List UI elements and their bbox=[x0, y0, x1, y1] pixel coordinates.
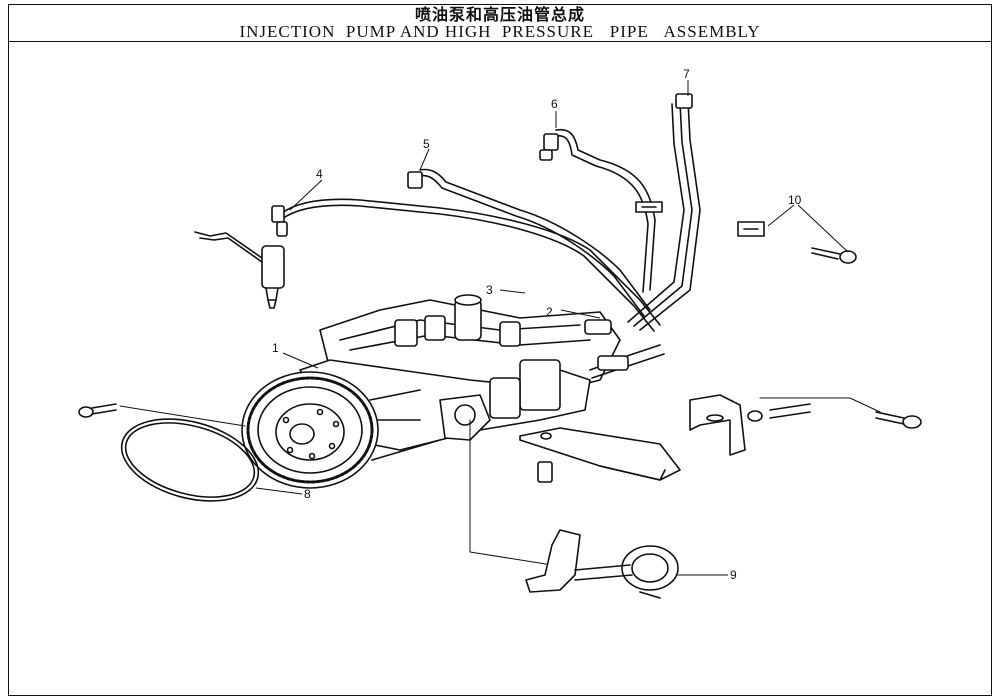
clamp-bolt-drawing bbox=[811, 247, 857, 264]
throttle-lever-drawing bbox=[469, 419, 679, 599]
right-bracket-drawing bbox=[689, 394, 922, 456]
callout-10: 10 bbox=[788, 193, 802, 207]
injector-nozzle-drawing bbox=[194, 231, 285, 309]
callout-9: 9 bbox=[730, 568, 737, 582]
pipe-4-drawing bbox=[271, 198, 661, 332]
callout-1: 1 bbox=[272, 341, 279, 355]
title-block: 喷油泵和高压油管总成 INJECTION PUMP AND HIGH PRESS… bbox=[9, 5, 991, 42]
left-bolt-drawing bbox=[78, 403, 246, 427]
drawing-sheet: 喷油泵和高压油管总成 INJECTION PUMP AND HIGH PRESS… bbox=[8, 4, 992, 696]
pipe-clamp-drawing bbox=[635, 201, 765, 237]
callout-5: 5 bbox=[423, 137, 430, 151]
pipe-7-drawing bbox=[627, 93, 701, 331]
title-chinese: 喷油泵和高压油管总成 bbox=[414, 5, 585, 24]
bottom-bracket-drawing bbox=[519, 427, 681, 483]
callout-leaders bbox=[255, 80, 849, 576]
title-english: INJECTION PUMP AND HIGH PRESSURE PIPE AS… bbox=[239, 22, 761, 41]
drive-gear-drawing bbox=[241, 371, 441, 489]
callout-3: 3 bbox=[486, 283, 493, 297]
callout-7: 7 bbox=[683, 67, 690, 81]
callout-6: 6 bbox=[551, 97, 558, 111]
o-ring-drawing bbox=[120, 418, 260, 502]
callout-8: 8 bbox=[304, 487, 311, 501]
callout-4: 4 bbox=[316, 167, 323, 181]
pipe-5-drawing bbox=[407, 168, 651, 317]
callout-2: 2 bbox=[546, 305, 553, 319]
